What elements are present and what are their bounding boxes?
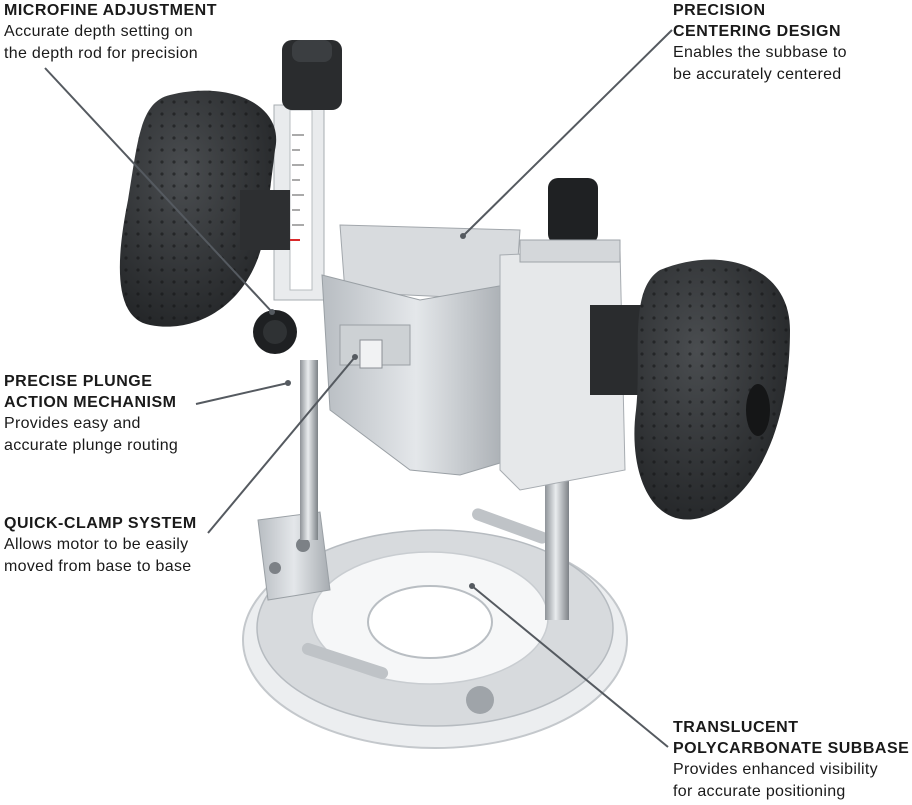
leader-lines (44, 29, 673, 748)
callout-desc-line: be accurately centered (673, 66, 842, 83)
callout-quick-clamp: QUICK-CLAMP SYSTEM Allows motor to be ea… (4, 513, 244, 578)
callout-title: MICROFINE ADJUSTMENT (4, 2, 217, 19)
callout-precise-plunge: PRECISE PLUNGE ACTION MECHANISM Provides… (4, 371, 244, 457)
left-handle (119, 90, 290, 327)
callout-desc-line: the depth rod for precision (4, 45, 198, 62)
callout-title: TRANSLUCENT (673, 719, 799, 736)
callout-title: POLYCARBONATE SUBBASE (673, 740, 910, 757)
leader-subbase (471, 585, 669, 748)
callout-desc-line: Allows motor to be easily (4, 536, 189, 553)
callout-desc-line: for accurate positioning (673, 783, 846, 800)
callout-desc-line: moved from base to base (4, 558, 192, 575)
leader-clamp (207, 356, 356, 534)
callout-desc-line: Provides enhanced visibility (673, 761, 878, 778)
callout-desc-line: Enables the subbase to (673, 44, 847, 61)
depth-rod-assembly (272, 40, 342, 301)
leader-plunge (195, 382, 289, 405)
guide-rod-left (300, 360, 318, 540)
callout-desc-line: accurate plunge routing (4, 437, 179, 454)
callout-title: PRECISION (673, 2, 766, 19)
quick-clamp (257, 511, 331, 601)
callout-title: QUICK-CLAMP SYSTEM (4, 515, 197, 532)
callout-microfine-adjustment: MICROFINE ADJUSTMENT Accurate depth sett… (4, 0, 264, 65)
leader-centering (462, 29, 673, 237)
callout-desc-line: Accurate depth setting on (4, 23, 193, 40)
guide-rod-right (545, 470, 569, 620)
callout-translucent-subbase: TRANSLUCENT POLYCARBONATE SUBBASE Provid… (673, 717, 911, 803)
right-handle (590, 259, 790, 520)
callout-desc-line: Provides easy and (4, 415, 141, 432)
callout-precision-centering: PRECISION CENTERING DESIGN Enables the s… (673, 0, 908, 86)
callout-title: CENTERING DESIGN (673, 23, 842, 40)
leader-microfine (44, 67, 273, 313)
callout-title: PRECISE PLUNGE (4, 373, 153, 390)
callout-title: ACTION MECHANISM (4, 394, 177, 411)
subbase (242, 508, 628, 749)
